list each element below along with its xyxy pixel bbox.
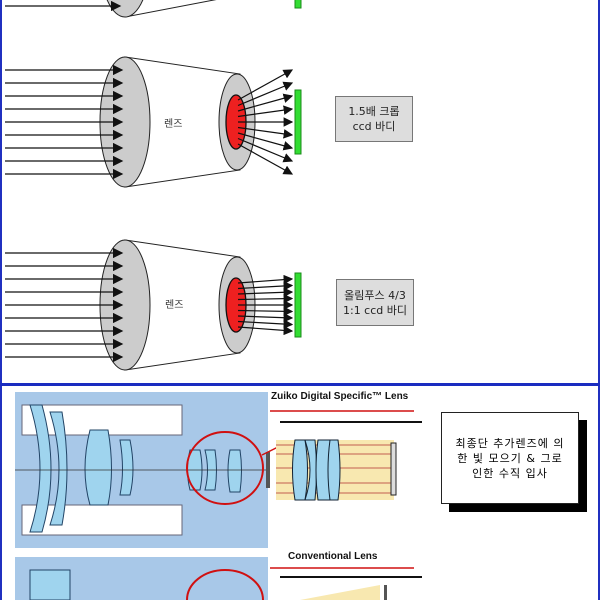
conventional-lens-title: Conventional Lens xyxy=(288,551,378,562)
lens-cone-diagrams xyxy=(5,0,302,371)
outgoing-light-arrow xyxy=(237,143,294,175)
zuiko-detail xyxy=(270,410,422,501)
explanation-note: 최종단 추가렌즈에 의한 빛 모으기 & 그로 인한 수직 입사 xyxy=(441,412,579,504)
crop-body-label: 1.5배 크롭 ccd 바디 xyxy=(335,96,413,142)
zuiko-cross-section xyxy=(15,392,283,548)
outgoing-light-arrow xyxy=(237,325,294,336)
outgoing-light-arrow xyxy=(237,312,294,323)
lens-diagram-partial xyxy=(5,0,302,18)
outgoing-light-arrow xyxy=(237,281,294,291)
outgoing-light-arrow xyxy=(237,293,294,304)
ccd-sensor xyxy=(294,272,302,338)
section-divider xyxy=(0,383,600,386)
zuiko-lens-title: Zuiko Digital Specific™ Lens xyxy=(271,391,409,402)
outgoing-light-arrow xyxy=(237,132,294,151)
ccd-sensor xyxy=(294,89,302,155)
explanation-text: 최종단 추가렌즈에 의한 빛 모으기 & 그로 인한 수직 입사 xyxy=(455,436,565,480)
outgoing-light-arrow xyxy=(237,93,294,112)
outgoing-light-arrow xyxy=(237,306,294,317)
outgoing-light-arrow xyxy=(237,319,294,329)
conventional-cross-section xyxy=(15,557,422,600)
lens-diagram-crop xyxy=(5,56,302,188)
lens-label: 렌즈 xyxy=(164,119,183,130)
outgoing-light-arrow xyxy=(237,126,294,139)
outgoing-light-arrow xyxy=(237,287,294,298)
outgoing-light-arrow xyxy=(237,274,294,285)
lens-diagram-fourthirds xyxy=(5,239,302,371)
outgoing-light-arrow xyxy=(237,81,294,107)
outgoing-light-arrow xyxy=(237,137,294,163)
outgoing-light-arrow xyxy=(237,105,294,118)
fourthirds-body-label: 올림푸스 4/3 1:1 ccd 바디 xyxy=(336,279,414,326)
lens-label: 렌즈 xyxy=(165,300,184,311)
outgoing-light-arrow xyxy=(237,69,294,101)
